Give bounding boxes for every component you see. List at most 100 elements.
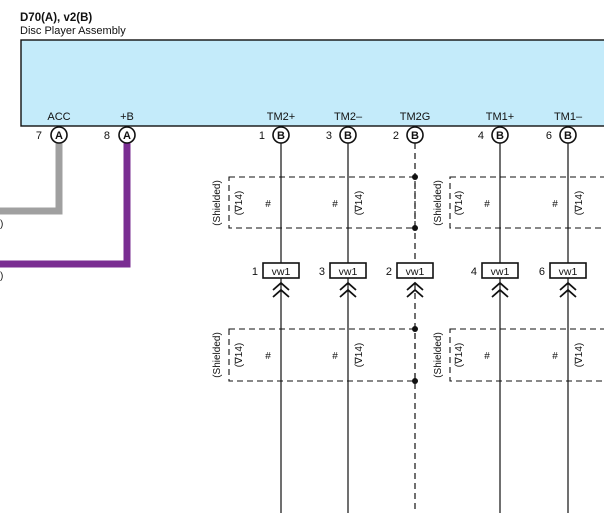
shield-note: (∇14) — [354, 343, 365, 367]
shield-note: (∇14) — [574, 343, 585, 367]
terminal-ring — [50, 126, 68, 144]
connector-vw1-pin3: 3 vw1 — [319, 262, 367, 298]
pin-label-acc: ACC — [47, 111, 70, 123]
connector-letter: B — [411, 130, 419, 142]
terminal-plus-b: 8 A — [104, 126, 136, 144]
connector-box — [262, 262, 300, 279]
connector-name: vw1 — [406, 266, 425, 278]
shield-note: (∇14) — [574, 191, 585, 215]
wire-plus-b — [0, 143, 131, 268]
shield-hash: # — [265, 199, 271, 210]
connector-chevron-icon — [272, 281, 290, 298]
connector-box — [481, 262, 519, 279]
connector-vw1-pin1: 1 vw1 — [252, 262, 300, 298]
shield-box-tm2 — [228, 176, 416, 229]
shield-label: (Shielded) — [433, 332, 444, 378]
terminal-tm1-plus: 4 B — [478, 126, 509, 144]
inline-connectors: 1 vw1 3 vw1 2 vw1 4 vw1 6 vw1 — [252, 262, 587, 298]
terminal-ring — [491, 126, 509, 144]
connector-chevron-icon — [339, 281, 357, 298]
connector-vw1-pin2: 2 vw1 — [386, 262, 434, 298]
splice-dot — [412, 174, 418, 180]
connector-vw1-pin4: 4 vw1 — [471, 262, 519, 298]
pin-num: 4 — [478, 130, 484, 142]
wire-acc — [0, 143, 63, 215]
pin-label-tm2-minus: TM2– — [334, 111, 363, 123]
shield-hash: # — [332, 199, 338, 210]
component-name: Disc Player Assembly — [20, 25, 126, 37]
connector-box — [549, 262, 587, 279]
shield-label: (Shielded) — [433, 180, 444, 226]
connector-letter: B — [344, 130, 352, 142]
connector-pin-num: 3 — [319, 266, 325, 278]
terminal-tm2g: 2 B — [393, 126, 424, 144]
terminal-ring — [559, 126, 577, 144]
pin-num: 2 — [393, 130, 399, 142]
terminal-tm1-minus: 6 B — [546, 126, 577, 144]
shield-hash: # — [552, 199, 558, 210]
pin-label-tm1-plus: TM1+ — [486, 111, 514, 123]
pin-num: 6 — [546, 130, 552, 142]
pin-labels: ACC +B TM2+ TM2– TM2G TM1+ TM1– — [47, 111, 583, 123]
terminal-ring — [406, 126, 424, 144]
shield-hash: # — [332, 351, 338, 362]
shield-note: (∇14) — [454, 191, 465, 215]
connector-pin-num: 4 — [471, 266, 477, 278]
shield-hash: # — [265, 351, 271, 362]
shield-label: (Shielded) — [212, 180, 223, 226]
pin-label-plus-b: +B — [120, 111, 134, 123]
terminal-ring — [118, 126, 136, 144]
shield-box-tm2 — [228, 328, 416, 382]
connector-letter: A — [123, 130, 131, 142]
terminal-tm2-plus: 1 B — [259, 126, 290, 144]
connector-pin-num: 6 — [539, 266, 545, 278]
connector-pin-num: 1 — [252, 266, 258, 278]
connector-name: vw1 — [339, 266, 358, 278]
splice-dot — [412, 326, 418, 332]
connector-letter: B — [496, 130, 504, 142]
pin-label-tm1-minus: TM1– — [554, 111, 583, 123]
connector-letter: A — [55, 130, 63, 142]
left-stub-b: ) — [0, 271, 3, 282]
splice-dot — [412, 378, 418, 384]
pin-label-tm2g: TM2G — [400, 111, 431, 123]
connector-vw1-pin6: 6 vw1 — [539, 262, 587, 298]
connector-pin-num: 2 — [386, 266, 392, 278]
connector-box — [329, 262, 367, 279]
terminal-ring — [272, 126, 290, 144]
pin-num: 1 — [259, 130, 265, 142]
signal-wires — [280, 143, 569, 513]
connector-name: vw1 — [559, 266, 578, 278]
shield-upper: (Shielded) (∇14) # # (∇14) (Shielded) (∇… — [212, 174, 604, 231]
shield-label: (Shielded) — [212, 332, 223, 378]
terminal-tm2-minus: 3 B — [326, 126, 357, 144]
splice-dot — [412, 225, 418, 231]
shield-lower: (Shielded) (∇14) # # (∇14) (Shielded) (∇… — [212, 326, 604, 384]
pin-terminals: 7 A 8 A 1 B 3 B 2 B 4 B 6 — [36, 126, 577, 144]
left-stub-acc: ) — [0, 219, 3, 230]
shield-hash: # — [484, 199, 490, 210]
shield-note: (∇14) — [354, 191, 365, 215]
connector-chevron-icon — [559, 281, 577, 298]
terminal-ring — [339, 126, 357, 144]
shield-note: (∇14) — [454, 343, 465, 367]
component-code: D70(A), v2(B) — [20, 12, 92, 24]
pin-num: 7 — [36, 130, 42, 142]
pin-label-tm2-plus: TM2+ — [267, 111, 295, 123]
shield-box-tm1 — [449, 176, 604, 229]
connector-name: vw1 — [272, 266, 291, 278]
connector-chevron-icon — [491, 281, 509, 298]
pin-num: 3 — [326, 130, 332, 142]
connector-box — [396, 262, 434, 279]
shield-hash: # — [484, 351, 490, 362]
connector-chevron-icon — [406, 281, 424, 298]
shield-hash: # — [552, 351, 558, 362]
connector-letter: B — [277, 130, 285, 142]
disc-player-assembly-box — [20, 39, 604, 127]
shield-note: (∇14) — [234, 343, 245, 367]
shield-note: (∇14) — [234, 191, 245, 215]
terminal-acc: 7 A — [36, 126, 68, 144]
connector-letter: B — [564, 130, 572, 142]
pin-num: 8 — [104, 130, 110, 142]
